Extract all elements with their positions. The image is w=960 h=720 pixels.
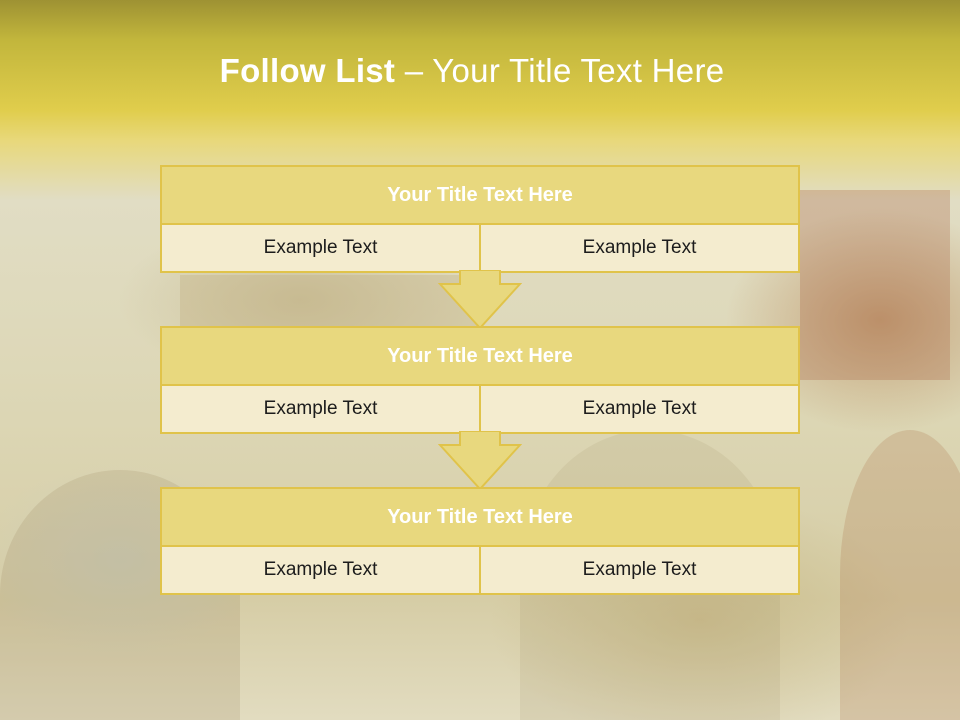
list-box-cell-right: Example Text	[479, 547, 798, 593]
list-box-cell-left: Example Text	[162, 547, 479, 593]
list-box-cell-left: Example Text	[162, 386, 479, 432]
list-box-row: Example Text Example Text	[162, 547, 798, 593]
background-bridge-arch	[840, 430, 960, 720]
list-box-heading: Your Title Text Here	[162, 167, 798, 225]
list-box-heading: Your Title Text Here	[162, 489, 798, 547]
list-box-cell-right: Example Text	[479, 225, 798, 271]
list-box-heading: Your Title Text Here	[162, 328, 798, 386]
list-box-row: Example Text Example Text	[162, 386, 798, 432]
list-box-row: Example Text Example Text	[162, 225, 798, 271]
list-box-cell-left: Example Text	[162, 225, 479, 271]
down-arrow-icon	[438, 270, 522, 330]
list-box-3[interactable]: Your Title Text Here Example Text Exampl…	[160, 487, 800, 595]
list-box-1[interactable]: Your Title Text Here Example Text Exampl…	[160, 165, 800, 273]
background-houses	[180, 275, 480, 330]
slide-title: Follow List – Your Title Text Here	[0, 52, 944, 90]
background-building	[800, 190, 950, 380]
list-box-2[interactable]: Your Title Text Here Example Text Exampl…	[160, 326, 800, 434]
down-arrow-icon	[438, 431, 522, 491]
slide-title-rest: – Your Title Text Here	[395, 52, 725, 89]
list-box-cell-right: Example Text	[479, 386, 798, 432]
slide-title-bold: Follow List	[219, 52, 396, 89]
